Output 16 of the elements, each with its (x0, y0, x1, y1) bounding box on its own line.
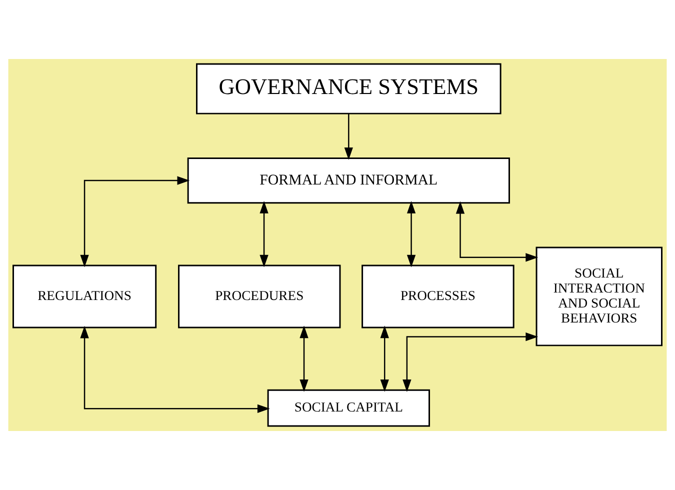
node-box: GOVERNANCE SYSTEMS (196, 63, 502, 114)
arrow (80, 176, 190, 268)
arrow (380, 326, 389, 392)
node-box: REGULATIONS (12, 264, 157, 328)
arrow (402, 332, 538, 392)
arrow (344, 114, 353, 160)
node-box: PROCEDURES (178, 264, 341, 328)
node-box: FORMAL AND INFORMAL (187, 157, 510, 204)
node-box: PROCESSES (362, 264, 514, 328)
arrow (260, 201, 268, 268)
arrow (80, 326, 270, 414)
arrow (406, 201, 416, 268)
node-box: SOCIAL CAPITAL (267, 389, 430, 427)
node-box: SOCIAL INTERACTION AND SOCIAL BEHAVIORS (536, 246, 662, 346)
arrow (300, 326, 308, 392)
arrow (456, 201, 538, 262)
